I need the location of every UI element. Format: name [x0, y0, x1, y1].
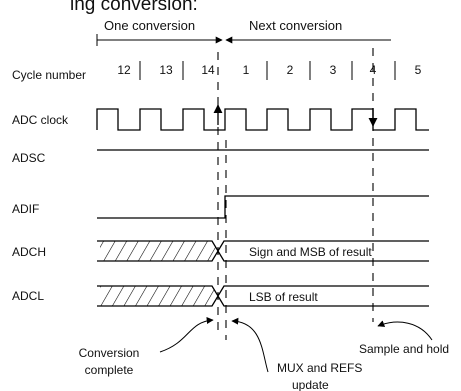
cycle-1: 1 — [243, 63, 250, 77]
cycle-numbers: 12 13 14 1 2 3 4 5 — [117, 63, 421, 77]
signal-label-adsc: ADSC — [12, 151, 46, 165]
annotation-mux-line2: update — [292, 378, 329, 391]
signal-label-adc-clock: ADC clock — [12, 113, 69, 127]
cycle-12: 12 — [117, 63, 131, 77]
conversion-complete-arrow — [159, 317, 214, 353]
cycle-14: 14 — [201, 63, 215, 77]
mux-update-arrow — [231, 317, 269, 373]
adch-value-text: Sign and MSB of result — [249, 245, 372, 259]
cycle-13: 13 — [159, 63, 173, 77]
adc-clock-waveform — [96, 108, 429, 131]
annotation-conversion-line1: Conversion — [79, 346, 140, 360]
cycle-2: 2 — [287, 63, 294, 77]
phase-label-next-conversion: Next conversion — [249, 18, 342, 33]
cycle-5: 5 — [415, 63, 422, 77]
header-text: ing conversion: — [70, 0, 198, 15]
annotation-sample-hold: Sample and hold — [359, 342, 449, 356]
sample-hold-arrow — [377, 320, 433, 341]
signal-label-adcl: ADCL — [12, 289, 44, 303]
phase-label-one-conversion: One conversion — [104, 18, 195, 33]
cycle-number-label: Cycle number — [12, 68, 86, 82]
cycle-separators — [139, 61, 396, 80]
signal-label-adch: ADCH — [12, 245, 46, 259]
adif-waveform — [97, 195, 429, 219]
signal-label-adif: ADIF — [12, 202, 39, 216]
annotation-conversion-line2: complete — [85, 363, 134, 377]
annotation-mux-line1: MUX and REFS — [277, 361, 362, 375]
adcl-value-text: LSB of result — [249, 290, 318, 304]
cycle-3: 3 — [330, 63, 337, 77]
